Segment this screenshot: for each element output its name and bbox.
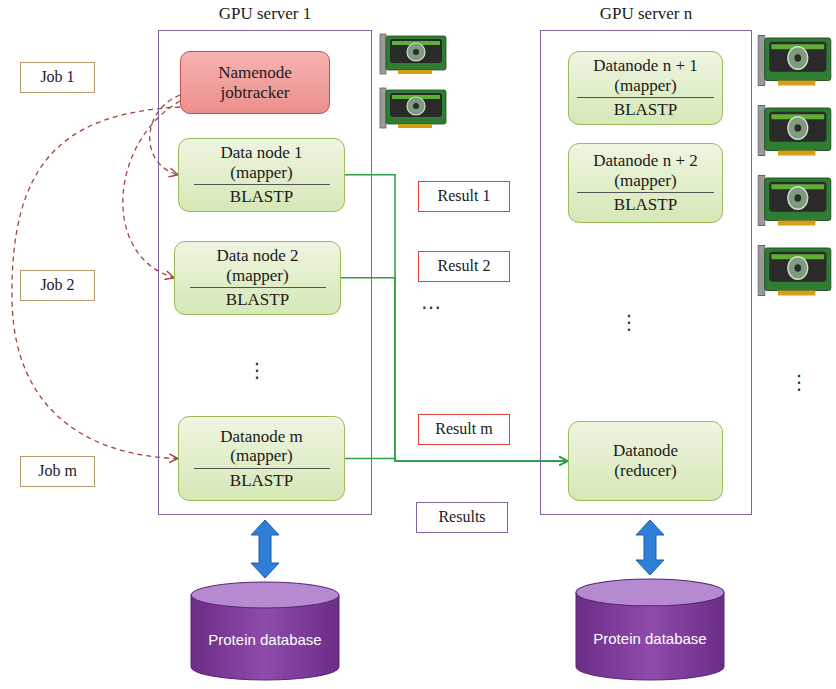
node-text: Datanode (reducer)	[591, 441, 701, 480]
result-box: Result 1	[418, 181, 510, 212]
node-text: Datanode n + 2 (mapper)	[577, 151, 714, 193]
mapper-box: Data node 2 (mapper)BLASTP	[174, 241, 341, 315]
node-text: Datanode m (mapper)	[194, 427, 330, 469]
gpu-card	[758, 36, 831, 86]
cylinder-shape	[575, 578, 725, 681]
database-link-arrow	[251, 520, 279, 578]
results-box: Results	[416, 502, 508, 533]
node-text: Job m	[38, 462, 77, 480]
result-line	[345, 459, 568, 462]
job-box: Job m	[20, 456, 95, 487]
node-text: Datanode n + 1 (mapper)	[577, 56, 714, 98]
server-box: GPU server nDatanode n + 1 (mapper)BLAST…	[540, 30, 752, 515]
mapper-box: Datanode n + 1 (mapper)BLASTP	[568, 51, 723, 125]
job-dispatch-arrow	[123, 101, 180, 278]
result-line	[341, 278, 568, 461]
ellipsis-dots: ⋮	[247, 360, 267, 380]
node-text: Results	[438, 508, 485, 526]
node-text: Job 1	[40, 68, 74, 86]
node-text: BLASTP	[230, 471, 293, 491]
node-text: BLASTP	[614, 195, 677, 215]
result-box: Result m	[418, 414, 510, 445]
job-dispatch-arrow	[12, 107, 180, 459]
job-box: Job 1	[20, 62, 95, 93]
job-box: Job 2	[20, 270, 95, 301]
gpu-card	[380, 34, 446, 74]
node-text: Protein database	[208, 631, 321, 648]
node-text: BLASTP	[614, 100, 677, 120]
gpu-card	[758, 176, 831, 226]
node-text: Result 1	[438, 187, 491, 205]
gpu-card	[380, 88, 446, 128]
server-title: GPU server n	[541, 4, 751, 24]
server-box: GPU server 1Namenode jobtrackerData node…	[158, 30, 372, 515]
result-box: Result 2	[418, 251, 510, 282]
node-text: Result m	[435, 420, 492, 438]
node-text: Protein database	[593, 630, 706, 647]
namenode-box: Namenode jobtracker	[180, 51, 330, 114]
gpu-card	[758, 106, 831, 156]
node-text: Data node 2 (mapper)	[190, 246, 326, 288]
gpu-card	[758, 246, 831, 296]
ellipsis-dots: ⋮	[619, 312, 639, 332]
node-text: Job 2	[40, 276, 74, 294]
result-line	[345, 175, 568, 461]
mapper-box: Data node 1 (mapper)BLASTP	[178, 138, 345, 212]
node-text: BLASTP	[230, 187, 293, 207]
node-text: Data node 1 (mapper)	[194, 143, 330, 185]
node-text: BLASTP	[226, 290, 289, 310]
database-cylinder: Protein database	[190, 581, 340, 681]
ellipsis-dots: ⋮	[789, 372, 809, 392]
node-text: Result 2	[438, 257, 491, 275]
ellipsis-dots: …	[421, 292, 441, 312]
server-title: GPU server 1	[159, 4, 371, 24]
cylinder-shape	[190, 581, 340, 681]
mapper-box: Datanode n + 2 (mapper)BLASTP	[568, 143, 723, 223]
database-link-arrow	[636, 520, 664, 575]
node-text: Namenode jobtracker	[199, 63, 311, 102]
reducer-box: Datanode (reducer)	[568, 421, 723, 501]
database-cylinder: Protein database	[575, 578, 725, 681]
mapper-box: Datanode m (mapper)BLASTP	[178, 416, 345, 501]
